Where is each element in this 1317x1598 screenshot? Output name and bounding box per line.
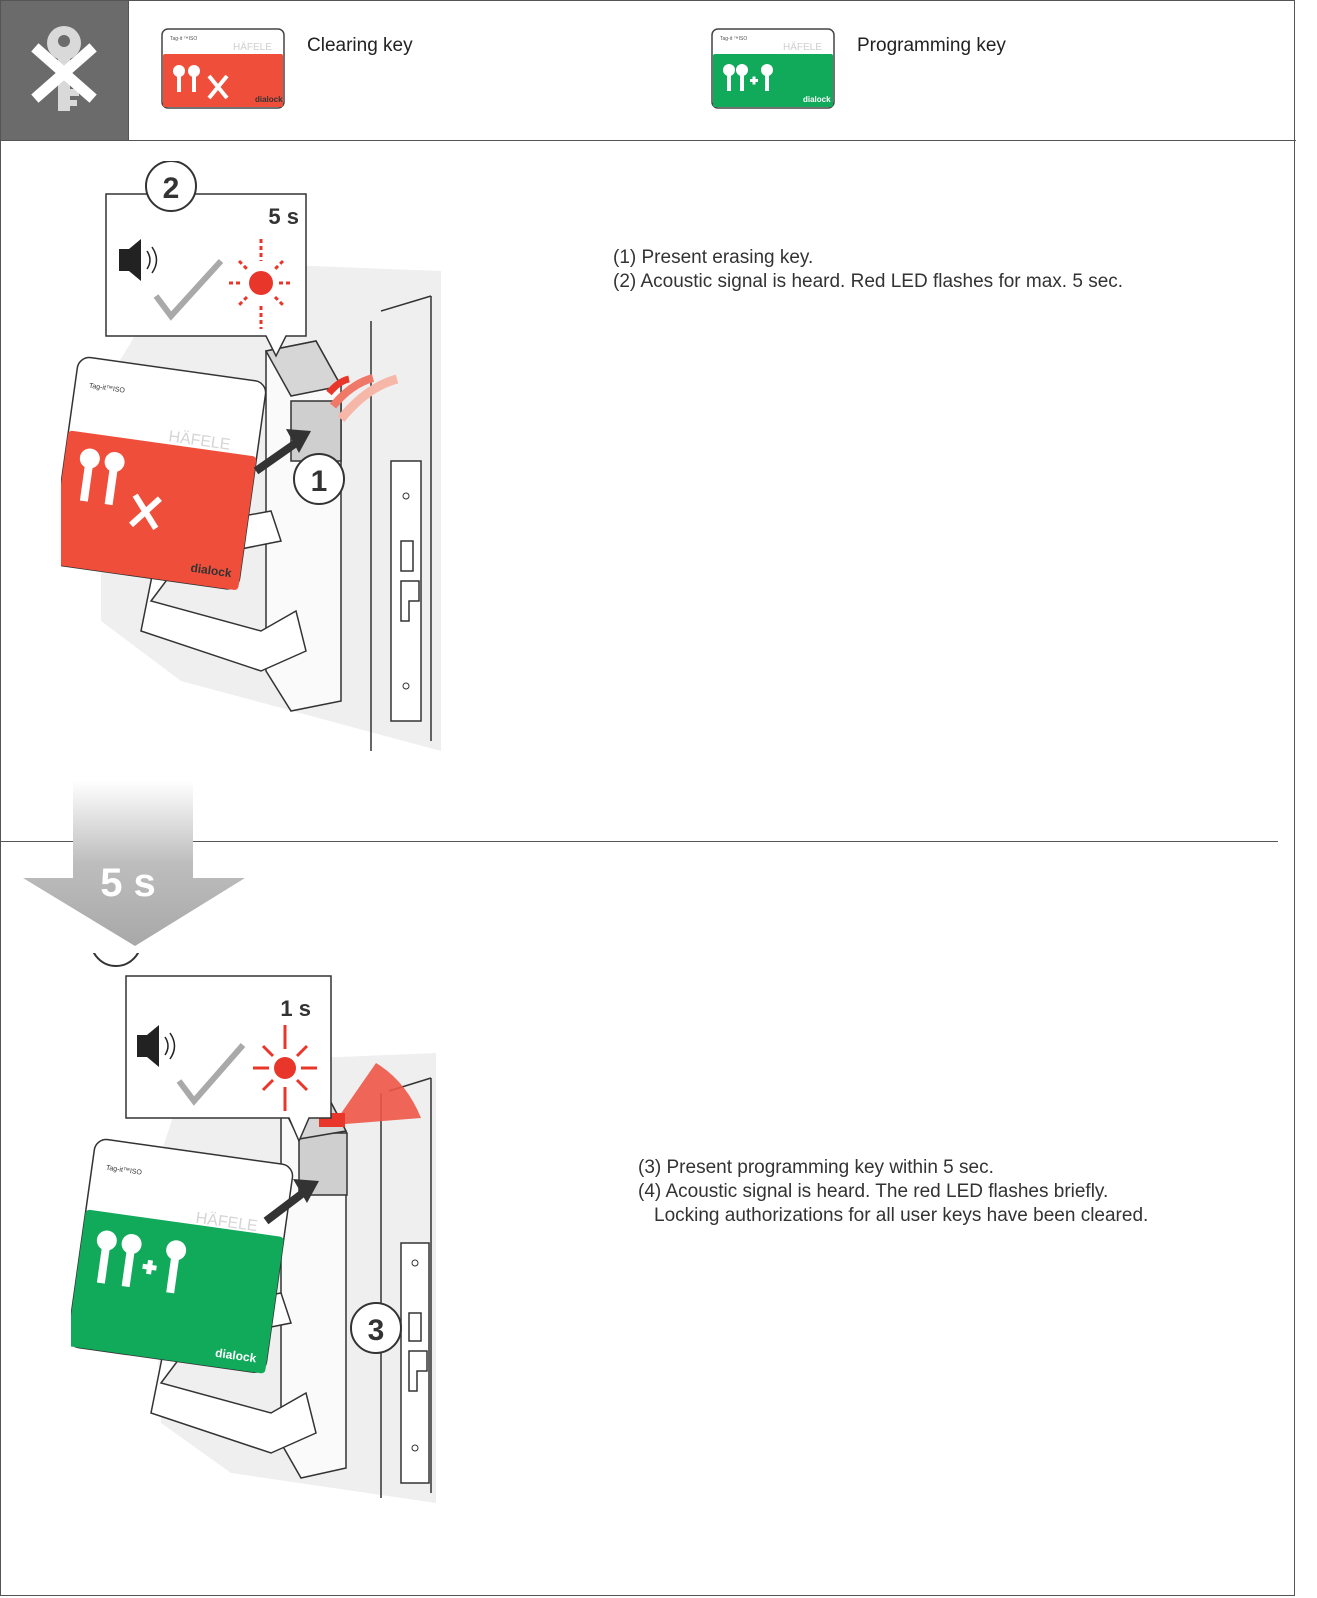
programming-key-card: Tag-it™ISO HÄFELE dialock — [67, 1138, 294, 1374]
led-signal-icon — [326, 374, 399, 422]
step2-instructions: (3) Present programming key within 5 sec… — [638, 1156, 1148, 1228]
step1-instructions: (1) Present erasing key. (2) Acoustic si… — [613, 246, 1123, 294]
card-brand-text: HÄFELE — [233, 41, 272, 53]
strike-plate — [400, 1242, 430, 1484]
clearing-key-card-thumbnail: Tag-it ™ISO HÄFELE dialock — [161, 28, 285, 114]
instruction-line: (3) Present programming key within 5 sec… — [638, 1157, 994, 1178]
speaker-icon — [119, 239, 158, 281]
signal-callout: 2 5 s — [105, 160, 307, 358]
signal-callout: 4 1 s — [90, 915, 332, 1143]
card-logo-text: dialock — [214, 1346, 257, 1366]
step-badge-2: 2 — [163, 172, 180, 205]
wait-duration: 5 s — [100, 861, 156, 905]
step-badge-3: 3 — [350, 1302, 402, 1354]
card-tag-text: Tag-it ™ISO — [720, 36, 747, 42]
instruction-line: (1) Present erasing key. — [613, 247, 814, 268]
wait-arrow: 5 s — [23, 781, 248, 951]
svg-text:1: 1 — [311, 465, 328, 498]
card-logo-text: dialock — [803, 95, 831, 104]
card-brand-text: HÄFELE — [783, 41, 822, 53]
card-logo-text: dialock — [190, 561, 233, 581]
card-logo-text: dialock — [255, 95, 283, 104]
signal-duration: 1 s — [280, 996, 311, 1021]
instruction-line: Locking authorizations for all user keys… — [654, 1205, 1149, 1226]
clear-keys-icon — [1, 1, 129, 140]
clearing-key-card: Tag-it™ISO HÄFELE dialock — [50, 356, 267, 590]
svg-text:3: 3 — [368, 1314, 385, 1347]
led-flash-icon — [229, 239, 293, 329]
speaker-icon — [137, 1025, 176, 1067]
signal-duration: 5 s — [268, 204, 299, 229]
section-divider — [1, 841, 1278, 842]
programming-key-label: Programming key — [857, 35, 1006, 56]
instruction-line: (2) Acoustic signal is heard. Red LED fl… — [613, 271, 1124, 292]
insert-arrow-icon — [253, 429, 311, 475]
led-beam-icon — [333, 1063, 421, 1125]
check-icon — [153, 258, 224, 321]
strike-plate — [390, 460, 422, 722]
insert-arrow-icon — [263, 1179, 319, 1225]
step1-illustration: Tag-it™ISO HÄFELE dialock 1 — [50, 160, 481, 786]
card-tag-text: Tag-it ™ISO — [170, 36, 197, 42]
step-badge-1: 1 — [293, 453, 345, 505]
check-icon — [176, 1043, 246, 1106]
led-flash-icon — [253, 1025, 317, 1111]
step2-illustration: Tag-it™ISO HÄFELE dialock 3 — [67, 915, 491, 1558]
step-badge-4: 4 — [108, 953, 125, 960]
header-bar: Tag-it ™ISO HÄFELE dialock Clearing key … — [1, 1, 1296, 141]
programming-key-card-thumbnail: Tag-it ™ISO HÄFELE dialock — [711, 28, 835, 114]
clearing-key-label: Clearing key — [307, 35, 413, 56]
instruction-line: (4) Acoustic signal is heard. The red LE… — [638, 1181, 1109, 1202]
